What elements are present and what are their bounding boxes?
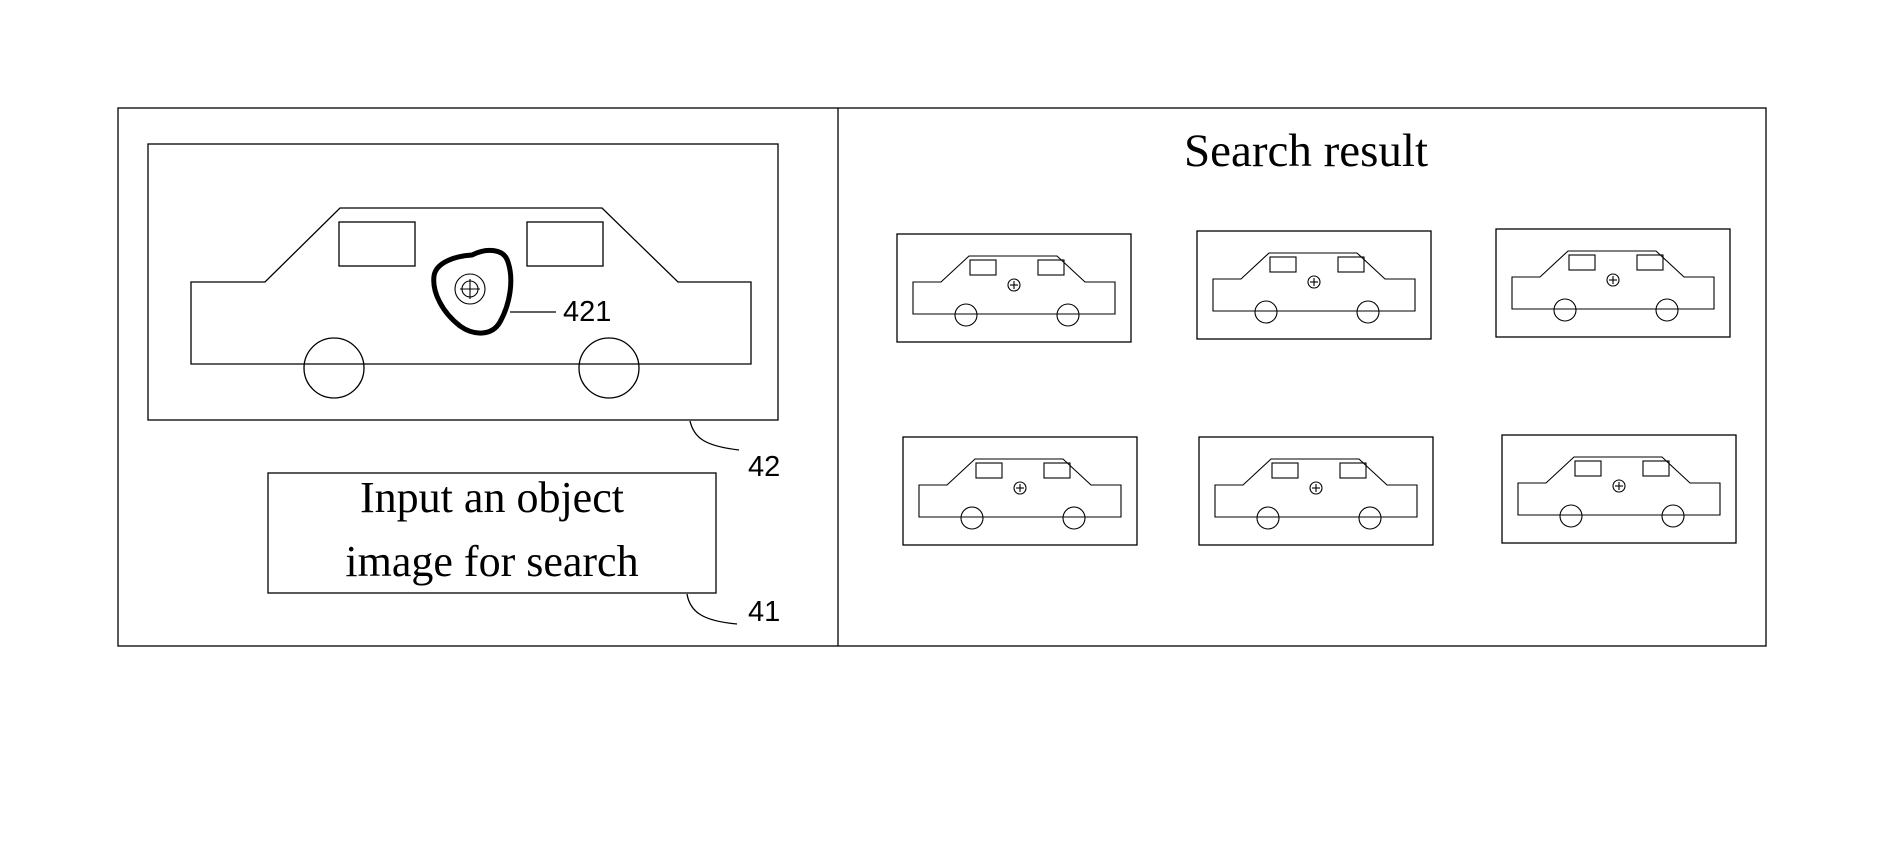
leader-41 xyxy=(687,594,737,624)
result-thumbnail[interactable] xyxy=(1199,437,1433,545)
ref-label-421: 421 xyxy=(563,296,611,328)
result-emblem-icon xyxy=(1613,480,1625,492)
result-thumbnail[interactable] xyxy=(897,234,1131,342)
result-emblem-icon xyxy=(1008,279,1020,291)
result-emblem-icon xyxy=(1014,482,1026,494)
result-thumbnail[interactable] xyxy=(903,437,1137,545)
ref-label-42: 42 xyxy=(748,451,780,483)
result-emblem-icon xyxy=(1308,276,1320,288)
input-caption-line1: Input an object xyxy=(360,473,624,522)
search-result-title: Search result xyxy=(1184,125,1428,177)
selection-loop xyxy=(434,250,511,333)
result-thumbnail[interactable] xyxy=(1496,229,1730,337)
leader-42 xyxy=(690,421,739,450)
result-emblem-icon xyxy=(1607,274,1619,286)
input-panel: 421 42 Input an object image for search … xyxy=(148,144,780,628)
result-thumbnail[interactable] xyxy=(1502,435,1736,543)
input-caption-line2: image for search xyxy=(345,537,638,586)
result-panel: Search result xyxy=(897,125,1736,545)
selected-emblem-region[interactable] xyxy=(434,250,511,333)
results-grid xyxy=(897,229,1736,545)
ref-label-41: 41 xyxy=(748,596,780,628)
preview-car-icon xyxy=(191,208,751,398)
result-emblem-icon xyxy=(1310,482,1322,494)
result-thumbnail[interactable] xyxy=(1197,231,1431,339)
